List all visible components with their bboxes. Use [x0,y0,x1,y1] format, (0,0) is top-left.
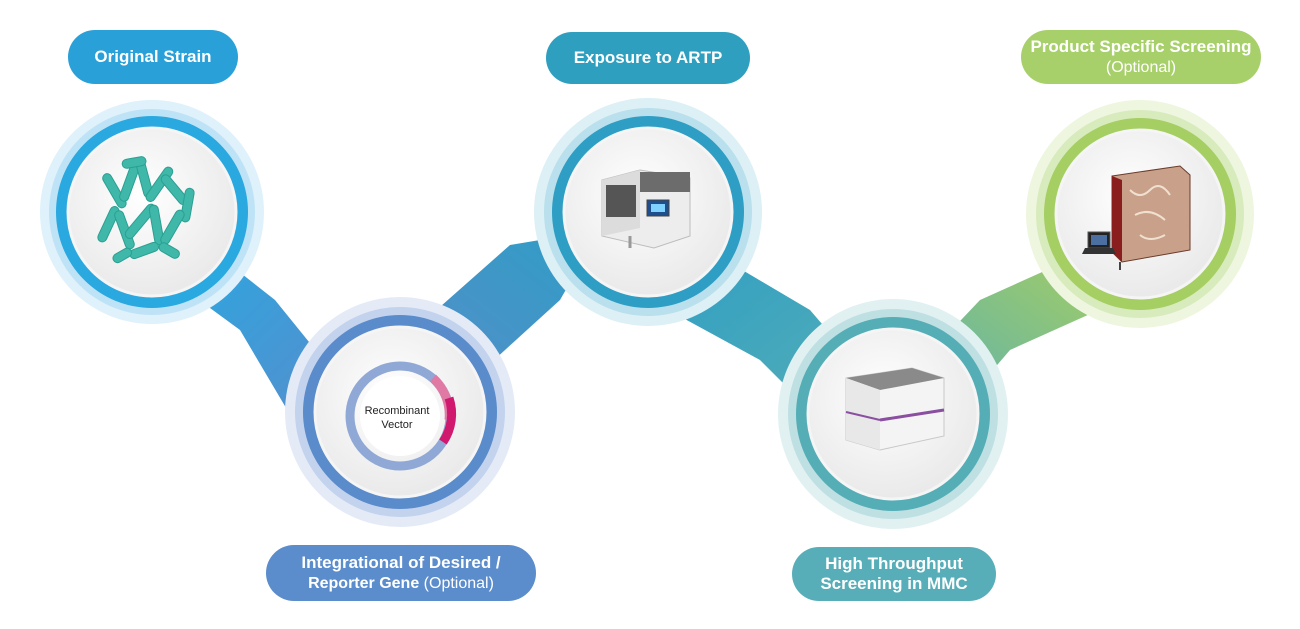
step-1-label: Original Strain [68,30,238,84]
step-2-subtitle-bold: Reporter Gene [308,574,420,592]
step-5-subtitle: (Optional) [1105,58,1177,76]
step-1-title: Original Strain [94,46,212,66]
step-4-label: High Throughput Screening in MMC [792,547,996,601]
step-2-title: Integrational of Desired / [301,553,501,573]
plasmid-label-line2: Vector [381,419,413,431]
plasmid-label-line1: Recombinant [365,405,430,417]
step-1-circle [40,100,264,324]
artp-machine-icon [601,169,691,249]
step-4-title: High Throughput [825,553,963,573]
bacteria-icon [97,156,195,264]
step-4-subtitle: Screening in MMC [820,574,968,593]
step-5-title: Product Specific Screening [1030,37,1252,57]
step-2-circle: Recombinant Vector [285,297,515,527]
mmc-machine-icon [845,367,945,451]
step-3-title: Exposure to ARTP [573,47,723,67]
step-3-circle [534,98,762,326]
step-2-subtitle-normal: (Optional) [423,574,494,592]
step-4-circle [778,299,1008,529]
plasmid-icon [345,361,457,471]
step-3-label: Exposure to ARTP [546,32,750,84]
step-5-label: Product Specific Screening (Optional) [1021,30,1261,84]
step-2-label: Integrational of Desired / Reporter Gene… [266,545,536,601]
step-5-circle [1026,100,1254,328]
bioreactor-icon [1082,165,1191,270]
